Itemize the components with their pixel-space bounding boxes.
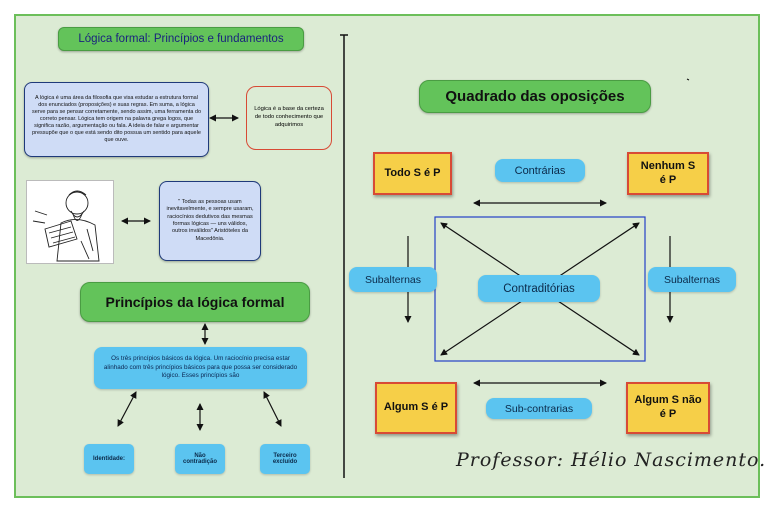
label-subalternas-right: Subalternas [648,267,736,292]
intro-box: A lógica é uma área da filosofia que vis… [24,82,209,157]
quote-box: " Todas as pessoas usam inevitavelmente,… [159,181,261,261]
principle-terceiro-excluido: Terceiro excluído [260,444,310,474]
corner-todo-s-e-p: Todo S é P [373,152,452,195]
label-subalternas-right-text: Subalternas [663,273,721,286]
corner-algum-text: Algum S é P [383,401,449,414]
label-contraditorias: Contraditórias [478,275,600,302]
label-subalternas-left: Subalternas [349,267,437,292]
principles-text: Os três princípios básicos da lógica. Um… [103,355,298,380]
principle-identidade: Identidade: [84,444,134,474]
label-contrarias: Contrárias [495,159,585,182]
label-contrarias-text: Contrárias [514,164,566,177]
label-contraditorias-text: Contraditórias [503,282,575,295]
corner-algum-s-e-p: Algum S é P [375,382,457,434]
signature: Professor: Hélio Nascimento. [456,449,766,471]
corner-algum-nao-text: Algum S não é P [634,394,702,420]
principle-3-arrow [263,391,282,427]
logic-title-text: Lógica formal: Princípios e fundamentos [78,33,284,45]
principle-terceiro-excluido-text: Terceiro excluído [272,453,298,465]
base-text: Lógica é a base da certeza de todo conhe… [254,106,324,128]
corner-nenhum-text: Nenhum S é P [640,159,696,186]
base-box: Lógica é a base da certeza de todo conhe… [246,86,332,150]
corner-todo-text: Todo S é P [384,166,441,179]
intro-text: A lógica é uma área da filosofia que vis… [31,94,202,144]
label-subcontrarias-text: Sub-contrarias [504,402,574,415]
corner-algum-s-nao-e-p: Algum S não é P [626,382,710,434]
principle-identidade-text: Identidade: [92,456,125,462]
logic-title: Lógica formal: Princípios e fundamentos [58,27,304,51]
square-title: Quadrado das oposições [419,80,651,113]
aristotle-illustration [26,180,114,264]
aristotle-drawing [32,190,100,262]
principle-nao-contradicao: Não contradição [175,444,225,474]
square-title-text: Quadrado das oposições [445,88,625,105]
quote-text: " Todas as pessoas usam inevitavelmente,… [166,199,254,242]
signature-text: Professor: Hélio Nascimento. [456,449,767,471]
principle-nao-contradicao-text: Não contradição [182,453,217,465]
principles-title: Princípios da lógica formal [80,282,310,322]
corner-nenhum-s-e-p: Nenhum S é P [627,152,709,195]
label-subalternas-left-text: Subalternas [364,273,422,286]
principles-box: Os três princípios básicos da lógica. Um… [94,347,307,389]
principles-title-text: Princípios da lógica formal [105,294,285,310]
label-subcontrarias: Sub-contrarias [486,398,592,419]
principle-1-arrow [117,391,137,427]
